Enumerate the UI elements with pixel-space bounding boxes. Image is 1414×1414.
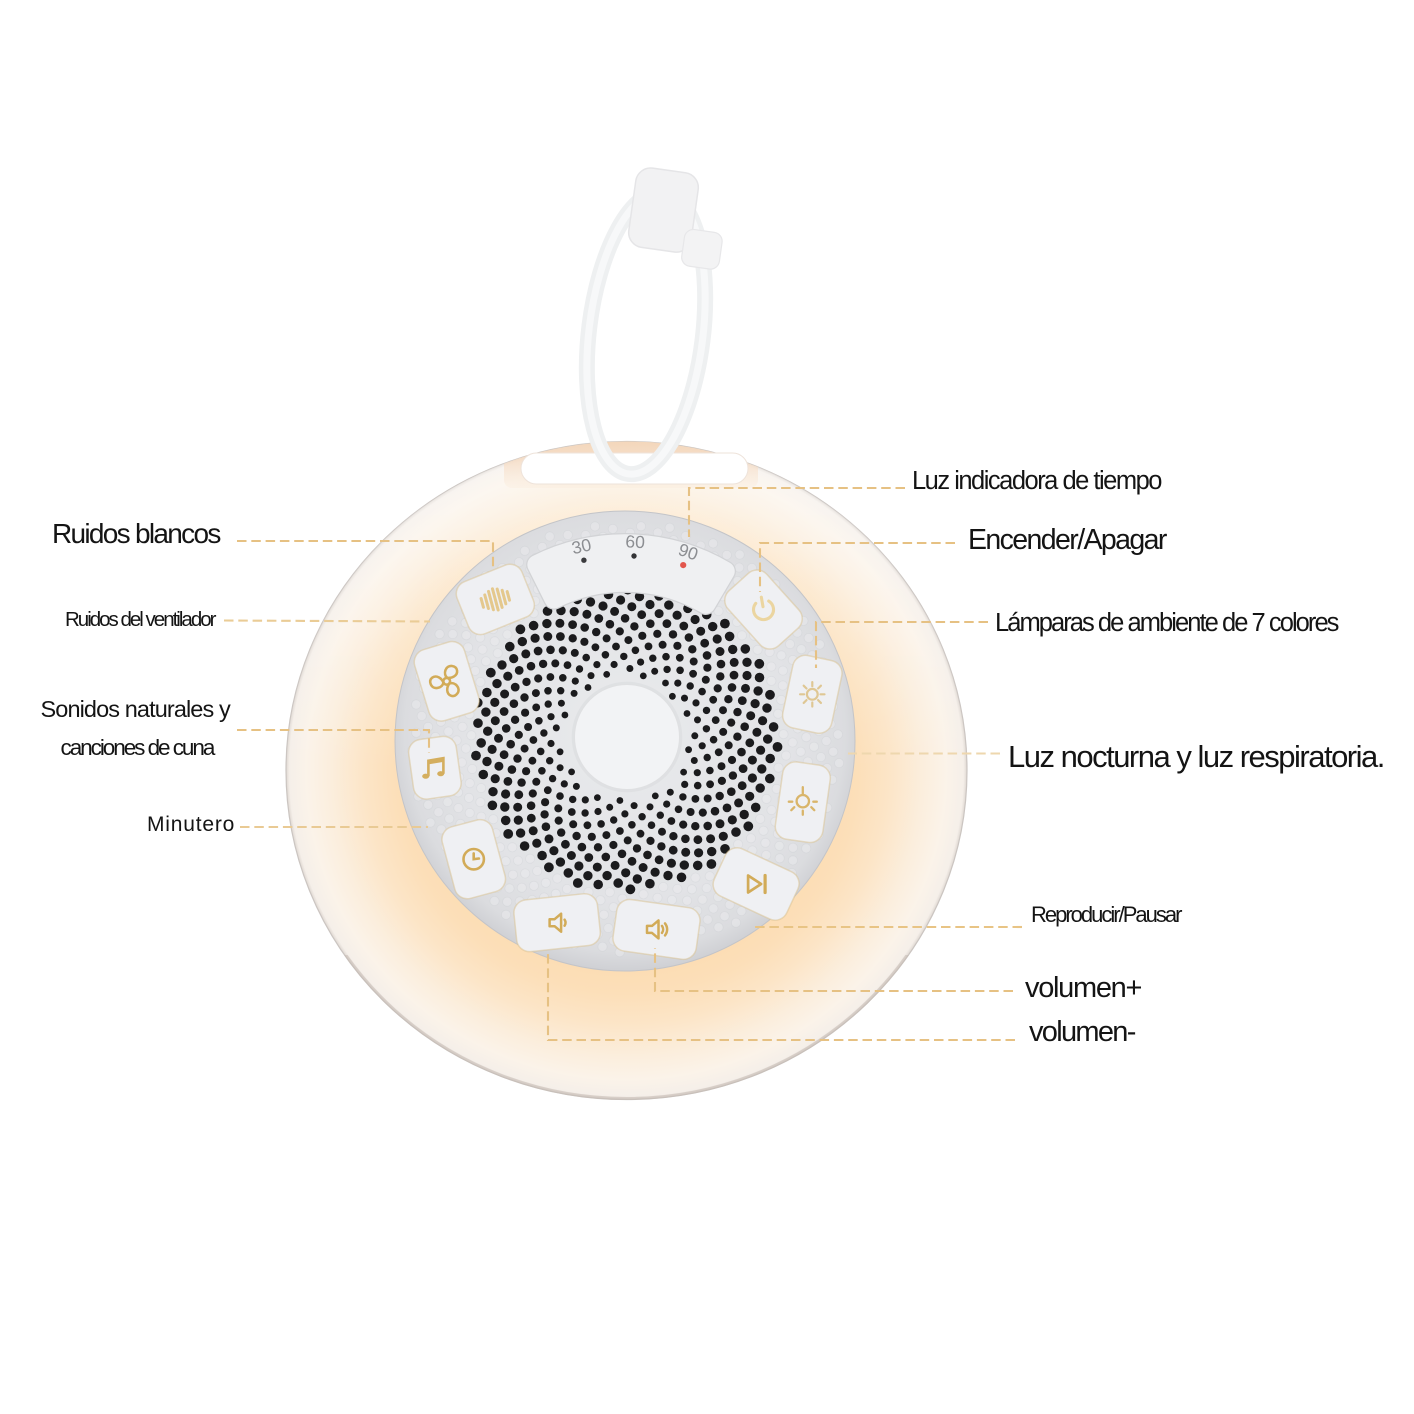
svg-text:60: 60	[625, 531, 646, 552]
svg-text:30: 30	[570, 534, 594, 558]
